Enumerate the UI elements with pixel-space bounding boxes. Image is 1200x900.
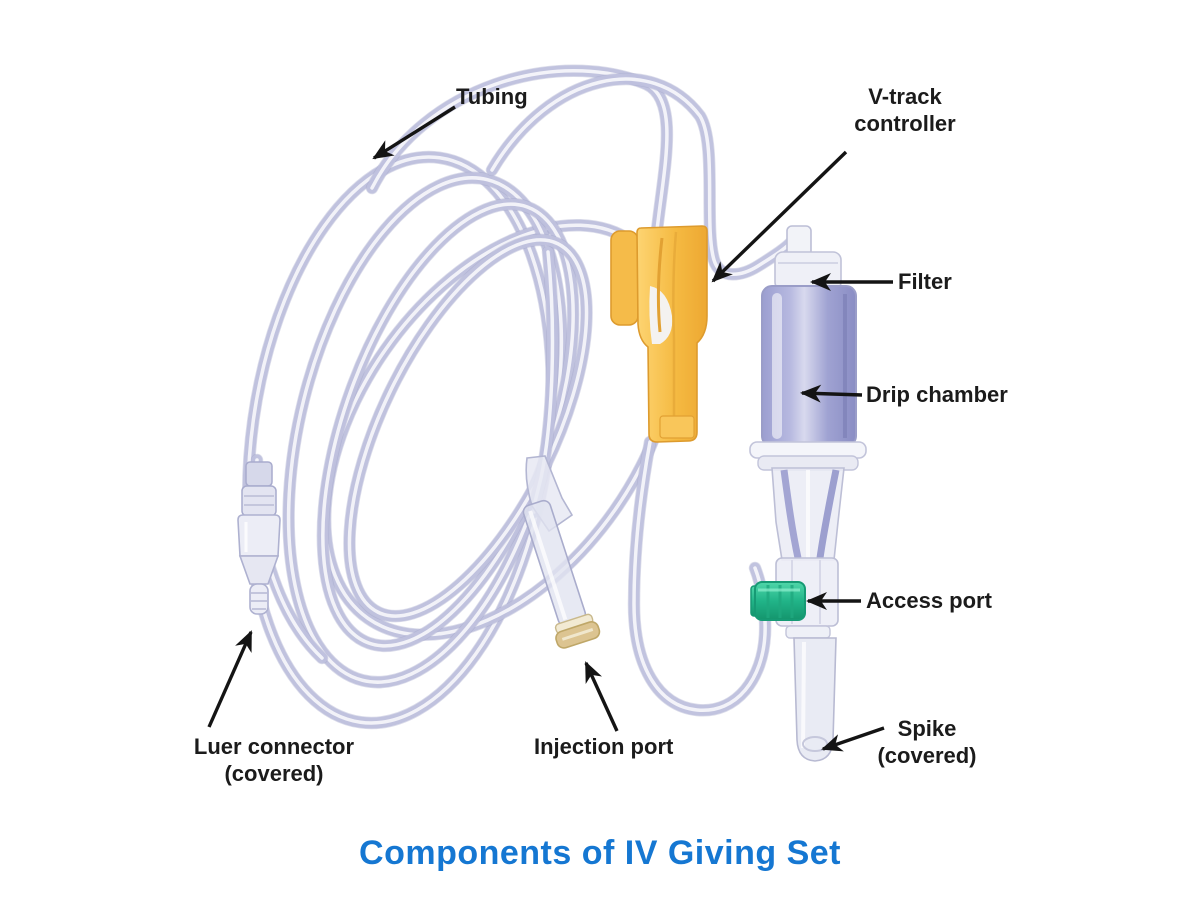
label-v-track-line2: controller (854, 111, 956, 136)
label-tubing: Tubing (456, 83, 528, 110)
label-drip-chamber-text: Drip chamber (866, 382, 1008, 407)
v-track-controller-clamp (610, 225, 708, 443)
injection-port-arrow (584, 661, 619, 732)
label-filter: Filter (898, 268, 952, 295)
filter-cap (774, 251, 842, 291)
luer-connector (237, 461, 281, 615)
label-access-port: Access port (866, 587, 992, 614)
label-luer-connector-line2: (covered) (224, 761, 324, 786)
spike-cover (793, 637, 837, 762)
label-drip-chamber: Drip chamber (866, 381, 1008, 408)
tubing-coils (214, 71, 793, 743)
diagram-title: Components of IV Giving Set (359, 834, 841, 872)
label-v-track-line1: V-track (868, 84, 942, 109)
label-spike-line2: (covered) (877, 743, 977, 768)
tubing-arrow (372, 105, 456, 160)
luer-connector-arrow (207, 630, 253, 728)
clamp-roller (649, 286, 673, 344)
drip-chamber-arrow (800, 384, 863, 403)
label-spike-line1: Spike (897, 716, 957, 741)
spike-arrow (821, 726, 885, 752)
label-injection-port-text: Injection port (534, 734, 674, 759)
label-luer-connector: Luer connector (covered) (188, 733, 360, 787)
label-luer-connector-line1: Luer connector (193, 734, 355, 759)
label-v-track-controller: V-track controller (838, 83, 972, 137)
access-port-cap (750, 581, 806, 621)
injection-port (522, 455, 601, 649)
label-arrows (207, 105, 893, 752)
label-injection-port: Injection port (534, 733, 673, 760)
v-track-arrow (711, 150, 848, 283)
label-access-port-text: Access port (866, 588, 992, 613)
label-spike: Spike (covered) (860, 715, 994, 769)
label-tubing-text: Tubing (456, 84, 528, 109)
label-filter-text: Filter (898, 269, 952, 294)
drip-chamber-assembly (749, 225, 867, 762)
